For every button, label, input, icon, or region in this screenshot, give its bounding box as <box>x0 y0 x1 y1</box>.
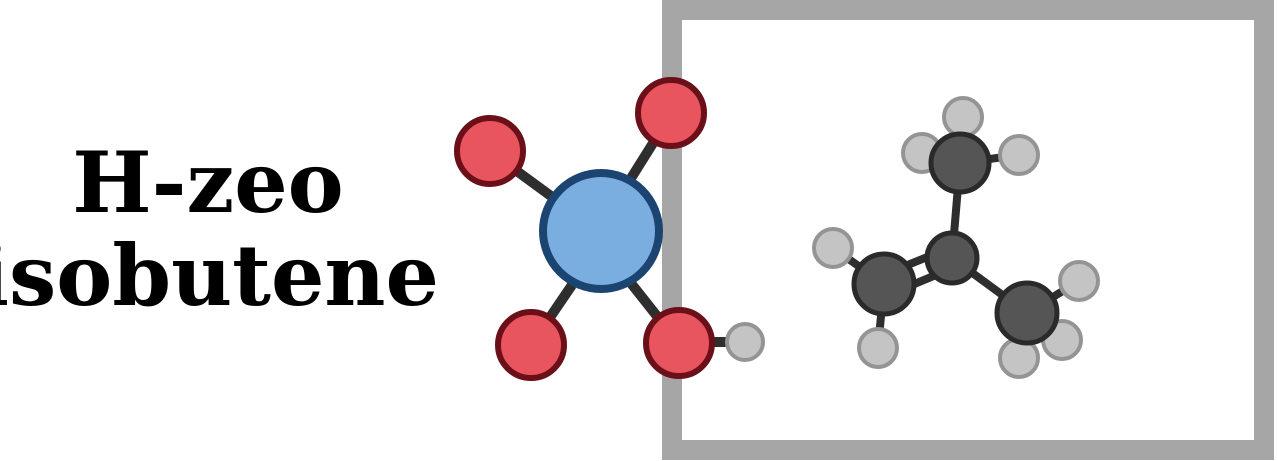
carbon-atom-ch2 <box>851 251 917 317</box>
hydrogen-atom-ch2-bottom <box>857 327 899 369</box>
carbon-atom-central <box>924 230 980 286</box>
isobutene-atoms <box>812 96 1100 379</box>
bond-si-o-top <box>623 137 660 186</box>
zeolite-atoms <box>454 77 765 381</box>
carbon-atom-methyl-top <box>928 131 992 195</box>
enclosure-frame <box>662 0 1274 460</box>
hydrogen-atom-top-right <box>998 134 1040 176</box>
oxygen-atom-left <box>454 115 526 187</box>
oxygen-atom-top <box>635 77 707 149</box>
label-line-1: H-zeo <box>72 133 343 232</box>
hydrogen-atom-acid <box>725 322 765 362</box>
oxygen-atom-bottom-right <box>643 307 715 379</box>
oxygen-atom-bottom-left <box>495 309 567 381</box>
hydrogen-atom-right <box>1058 260 1100 302</box>
label-line-2: isobutene <box>0 226 439 325</box>
hydrogen-atom-ch2-left <box>812 227 854 269</box>
hydrogen-atom-top <box>942 96 984 138</box>
carbon-atom-methyl-right <box>994 280 1060 346</box>
label-group: H-zeo isobutene <box>0 133 439 325</box>
silicon-atom <box>539 169 663 293</box>
